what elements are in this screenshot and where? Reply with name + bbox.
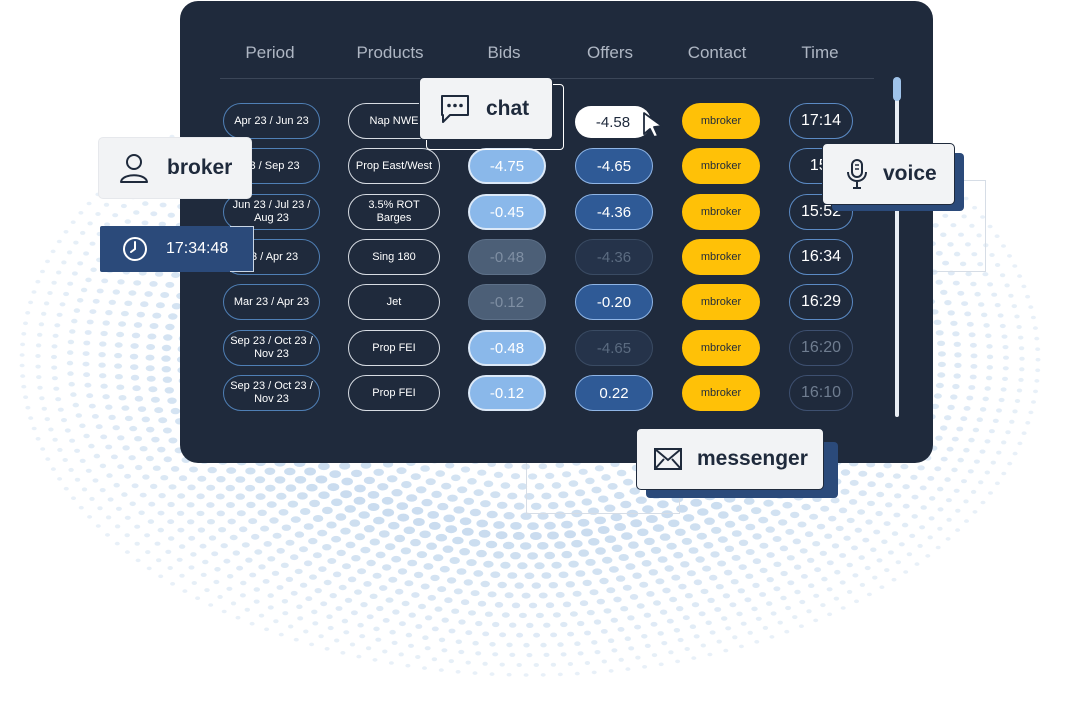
- period-pill: Sep 23 / Oct 23 / Nov 23: [223, 330, 320, 366]
- messenger-label: messenger: [697, 447, 808, 470]
- header-bids: Bids: [487, 43, 521, 62]
- offer-pill[interactable]: -4.65: [575, 148, 653, 184]
- time-pill: 16:10: [789, 375, 853, 411]
- table-row[interactable]: Mar 23 / Apr 23 Jet -0.12 -0.20 mbroker 16:29: [180, 284, 933, 320]
- contact-button[interactable]: mbroker: [682, 330, 760, 366]
- period-pill: Mar 23 / Apr 23: [223, 284, 320, 320]
- product-pill: Prop FEI: [348, 375, 440, 411]
- clock-bar-edge: [230, 226, 254, 272]
- scrollbar-thumb[interactable]: [893, 77, 901, 101]
- product-pill: 3.5% ROT Barges: [348, 194, 440, 230]
- header-offers: Offers: [587, 43, 633, 62]
- product-pill: Prop FEI: [348, 330, 440, 366]
- voice-label: voice: [883, 162, 937, 185]
- pointer-cursor-icon: [643, 112, 663, 138]
- period-pill: Jun 23 / Jul 23 / Aug 23: [223, 194, 320, 230]
- offer-pill[interactable]: -4.36: [575, 239, 653, 275]
- period-pill: Sep 23 / Oct 23 / Nov 23: [223, 375, 320, 411]
- header-products: Products: [356, 43, 424, 62]
- product-pill: Prop East/West: [348, 148, 440, 184]
- contact-button[interactable]: mbroker: [682, 103, 760, 139]
- period-pill: Apr 23 / Jun 23: [223, 103, 320, 139]
- time-pill: 16:34: [789, 239, 853, 275]
- broker-label: broker: [167, 156, 233, 179]
- time-pill: 16:29: [789, 284, 853, 320]
- chat-bubble-icon: [441, 94, 469, 123]
- offer-pill[interactable]: -4.36: [575, 194, 653, 230]
- contact-button[interactable]: mbroker: [682, 148, 760, 184]
- scrollbar-track[interactable]: [895, 79, 899, 417]
- header-time: Time: [801, 43, 839, 62]
- offer-pill[interactable]: -0.20: [575, 284, 653, 320]
- contact-button[interactable]: mbroker: [682, 284, 760, 320]
- person-icon: [120, 154, 148, 183]
- table-row[interactable]: Sep 23 / Oct 23 / Nov 23 Prop FEI -0.12 0.2…: [180, 375, 933, 411]
- clock-time-bar: 17:34:48: [100, 226, 254, 272]
- messenger-card[interactable]: messenger: [636, 428, 824, 490]
- product-pill: Jet: [348, 284, 440, 320]
- header-contact: Contact: [687, 43, 747, 62]
- envelope-icon: [654, 448, 682, 470]
- offer-pill[interactable]: -4.65: [575, 330, 653, 366]
- contact-button[interactable]: mbroker: [682, 239, 760, 275]
- product-pill: Sing 180: [348, 239, 440, 275]
- table-row[interactable]: Sep 23 / Oct 23 / Nov 23 Prop FEI -0.48 -4.…: [180, 330, 933, 366]
- voice-card[interactable]: voice: [822, 143, 955, 205]
- bid-pill[interactable]: -0.48: [468, 330, 546, 366]
- time-pill: 15:52: [789, 194, 853, 230]
- bid-pill[interactable]: -0.12: [468, 375, 546, 411]
- chat-label: chat: [486, 96, 530, 120]
- offer-pill[interactable]: 0.22: [575, 375, 653, 411]
- bid-pill[interactable]: -0.12: [468, 284, 546, 320]
- broker-card[interactable]: broker: [98, 137, 252, 199]
- time-pill: 16:20: [789, 330, 853, 366]
- contact-button[interactable]: mbroker: [682, 194, 760, 230]
- bid-pill[interactable]: -4.75: [468, 148, 546, 184]
- microphone-icon: [847, 159, 867, 189]
- bid-pill[interactable]: -0.45: [468, 194, 546, 230]
- header-period: Period: [245, 43, 295, 62]
- offer-popup-value[interactable]: -4.58: [575, 106, 651, 138]
- clock-time-label: 17:34:48: [166, 240, 229, 257]
- clock-icon: [123, 237, 147, 261]
- bid-pill[interactable]: -0.48: [468, 239, 546, 275]
- time-pill: 17:14: [789, 103, 853, 139]
- quotes-panel: Period Products Bids Offers Contact Time…: [180, 1, 933, 463]
- chat-card[interactable]: chat: [419, 77, 553, 140]
- contact-button[interactable]: mbroker: [682, 375, 760, 411]
